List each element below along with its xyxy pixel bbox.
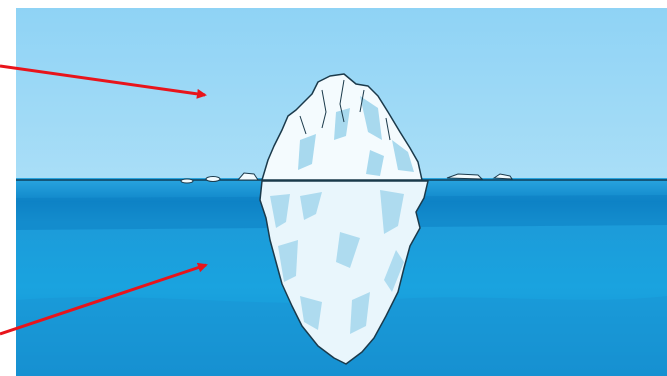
- iceberg-illustration: [0, 0, 667, 376]
